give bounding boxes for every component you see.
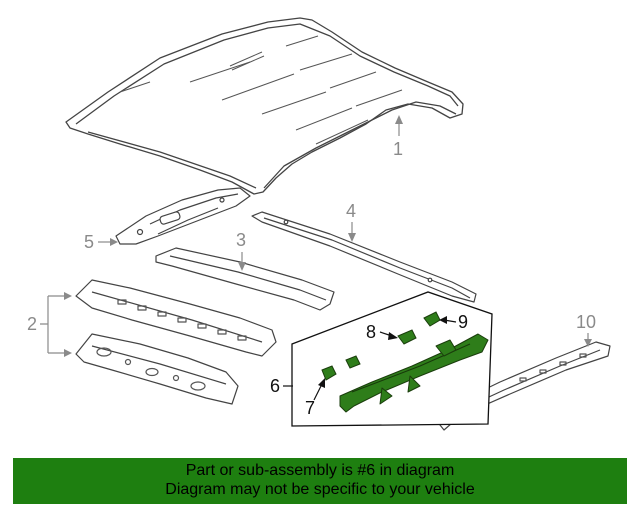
callout-9: 9 [439,312,468,332]
callout-8-arrow-icon [388,332,398,340]
part-3-roof-bow [155,247,335,311]
part-4-side-rail [251,211,477,303]
callout-2-arrow-lower-icon [64,349,72,357]
highlight-box-part-6 [291,291,493,427]
part-5-front-header [115,187,251,245]
callout-2: 2 [27,292,72,357]
callout-4: 4 [346,201,356,242]
callout-9-arrow-icon [439,316,447,324]
banner-line-2: Diagram may not be specific to your vehi… [165,481,475,498]
callout-6-label: 6 [270,376,280,396]
part-1-roof-panel [65,17,464,195]
callout-7-leader [313,383,323,401]
callout-7: 7 [305,378,325,418]
callout-4-arrow-icon [348,233,356,242]
part-2-rear-header-lower [75,333,239,405]
callout-7-arrow-icon [318,378,325,388]
callout-3-label: 3 [236,230,246,250]
callout-3: 3 [236,230,246,271]
callout-5-arrow-icon [110,238,118,246]
callout-1-arrow-icon [395,115,403,124]
part-info-banner: Part or sub-assembly is #6 in diagram Di… [13,458,627,504]
part-2-rear-header-upper [75,279,277,357]
callout-2-bracket [40,296,49,353]
callout-3-arrow-icon [238,262,246,271]
part-6-reinforcement-assembly[interactable] [339,333,489,413]
callout-2-label: 2 [27,314,37,334]
callout-8-label: 8 [366,322,376,342]
callout-7-label: 7 [305,398,315,418]
callout-1-label: 1 [393,139,403,159]
callout-1: 1 [393,115,403,159]
banner-line-1: Part or sub-assembly is #6 in diagram [185,462,455,479]
callout-8: 8 [366,322,398,342]
callout-9-label: 9 [458,312,468,332]
callout-4-label: 4 [346,201,356,221]
callout-10-arrow-icon [584,339,592,347]
callout-2-arrow-upper-icon [64,292,72,300]
part-7-bracket[interactable] [321,355,361,381]
part-8-bracket[interactable] [397,329,417,345]
callout-6: 6 [270,376,293,396]
callout-10: 10 [576,312,596,347]
callout-5-label: 5 [84,232,94,252]
callout-10-label: 10 [576,312,596,332]
callout-5: 5 [84,232,118,252]
